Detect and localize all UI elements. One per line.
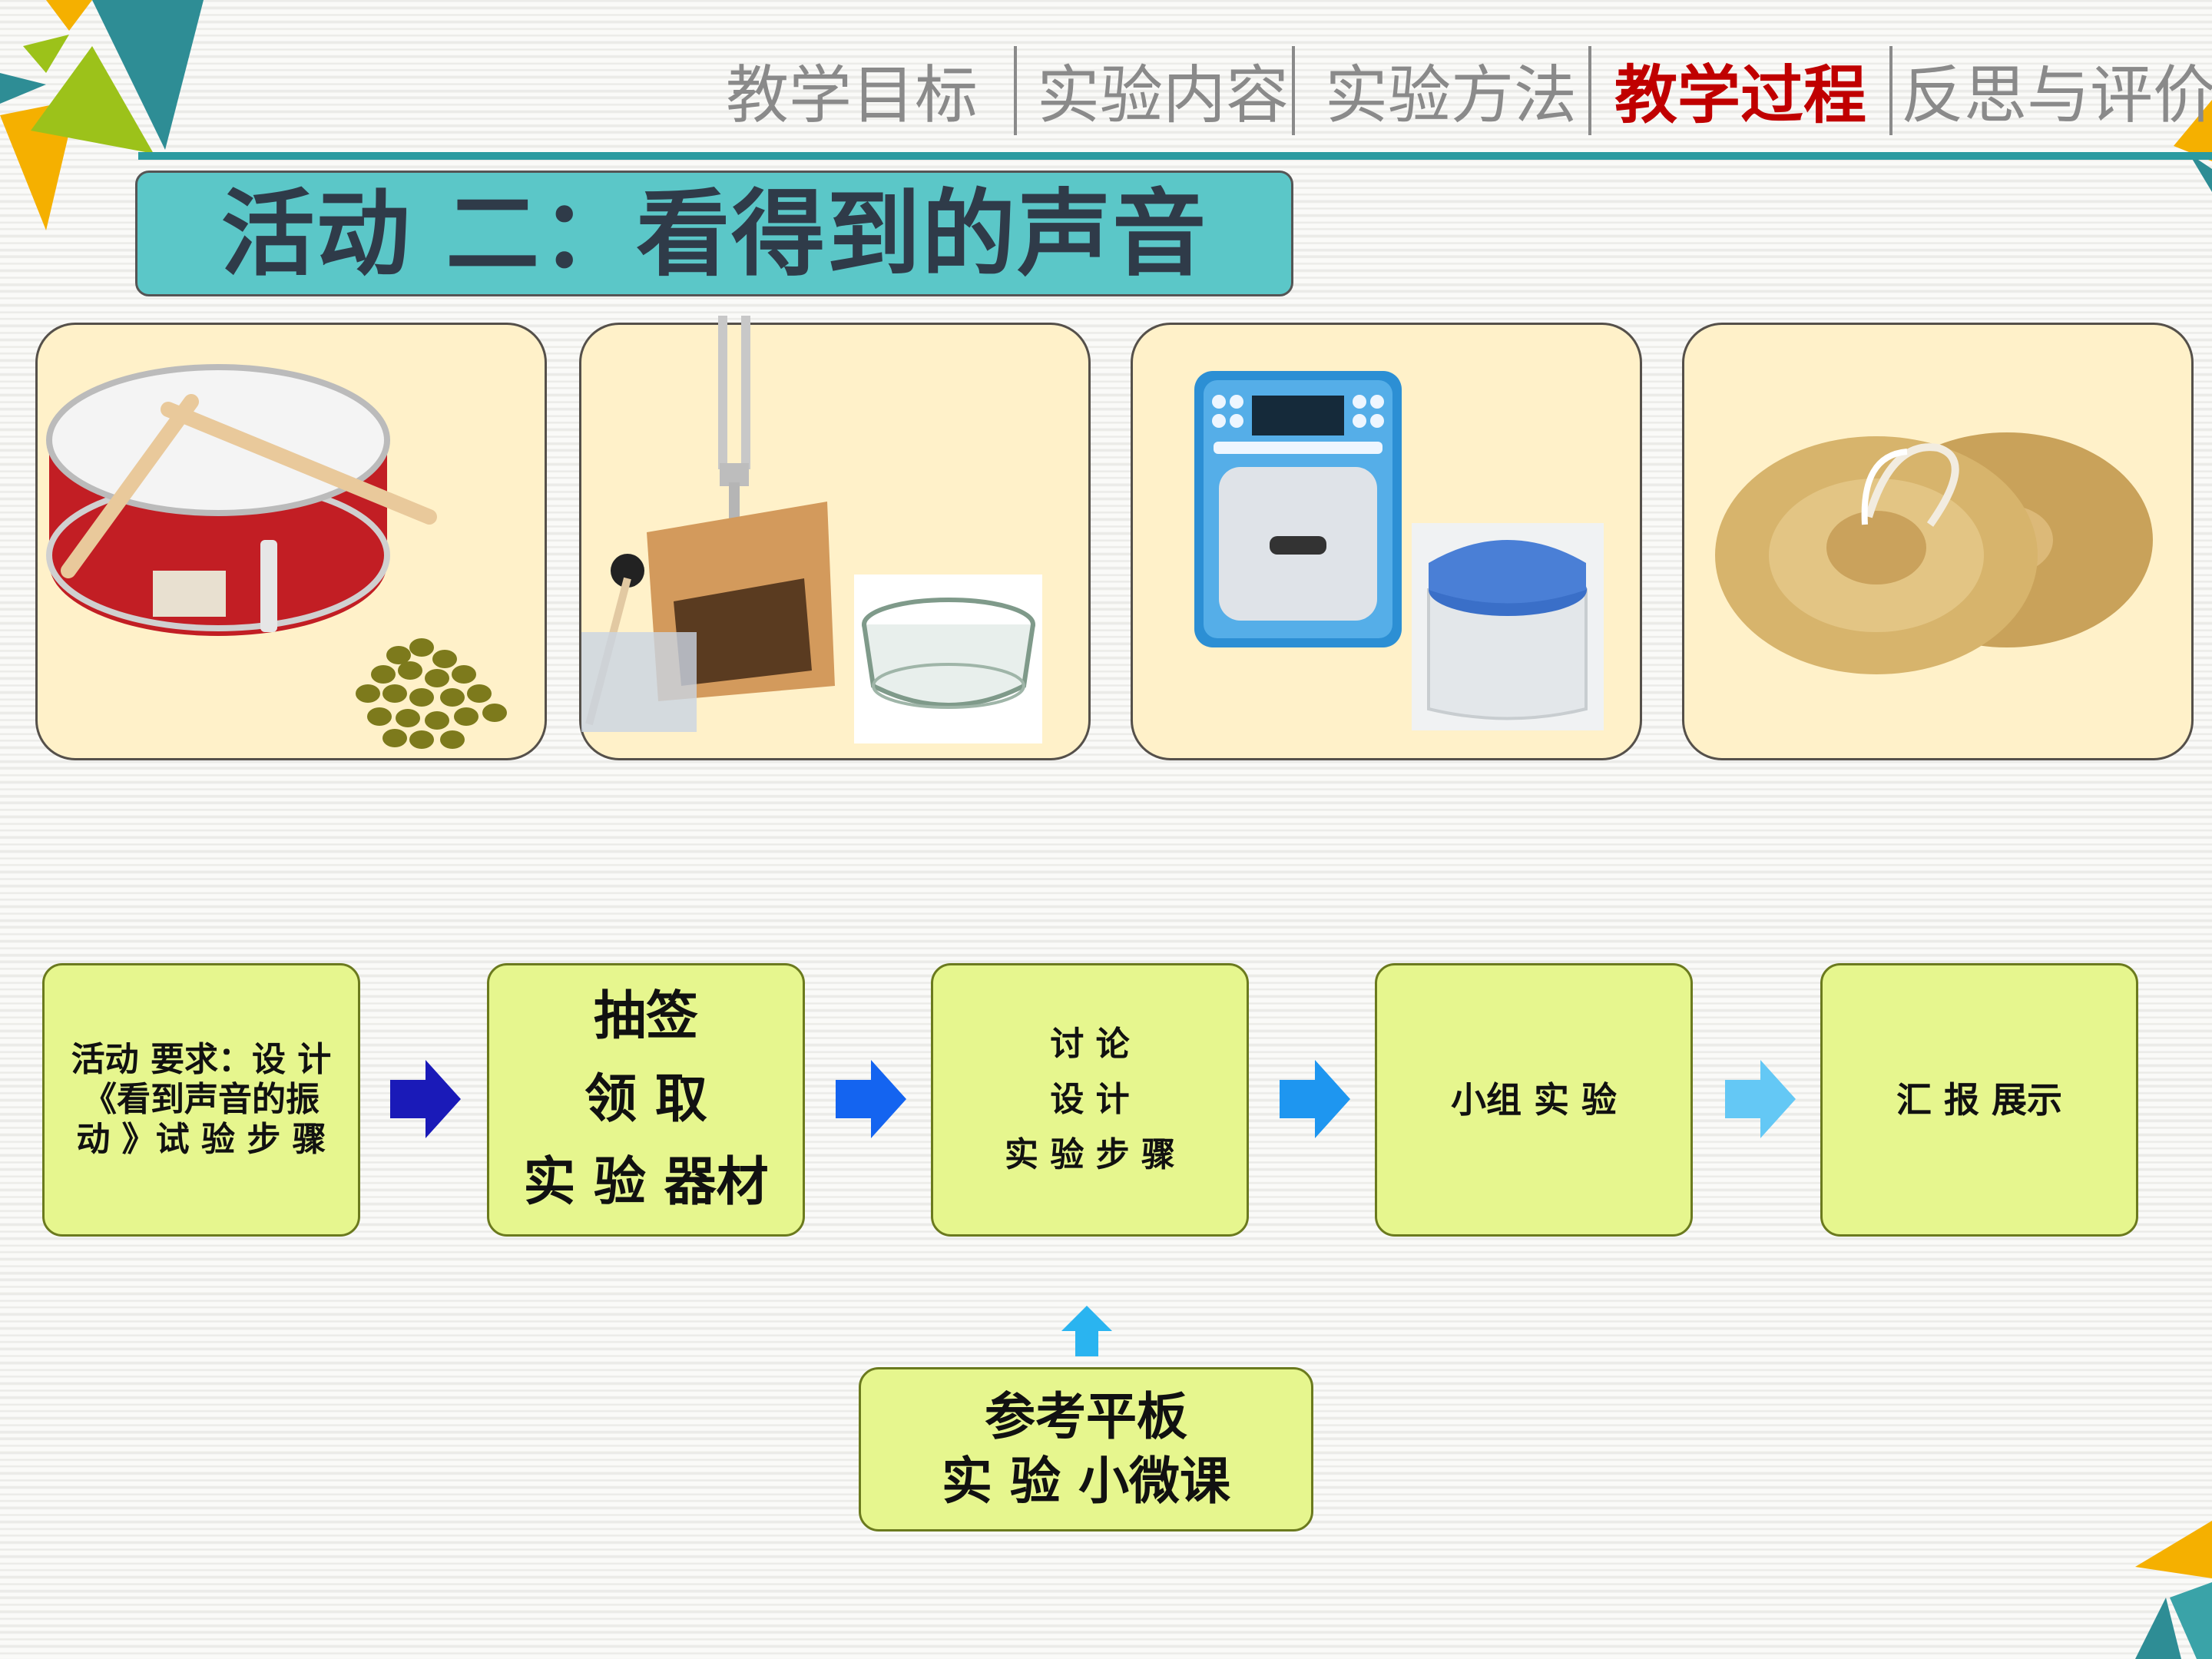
image-card-cymbals [1682, 323, 2194, 760]
flow-step-line: 实 验 器材 [523, 1152, 769, 1213]
section-nav: 教学目标 实验内容 实验方法 教学过程 反思与评价 [714, 46, 2212, 138]
nav-item-experiment-content[interactable]: 实验内容 [1037, 59, 1290, 132]
nav-separator [1014, 46, 1017, 135]
nav-separator [1889, 46, 1892, 135]
corner-decoration-top-right [2174, 100, 2212, 192]
flow-step-line: 汇 报 展示 [1896, 1079, 2063, 1121]
flow-step-report-presentation: 汇 报 展示 [1820, 963, 2138, 1237]
image-card-drum [35, 323, 547, 760]
flow-step-discuss-design: 讨 论 设 计 实 验 步 骤 [931, 963, 1249, 1237]
nav-item-reflection-evaluation[interactable]: 反思与评价 [1901, 59, 2212, 132]
image-card-tuning-fork [579, 316, 1091, 760]
flow-arrow-right-icon [1725, 1060, 1796, 1138]
flow-step-line: 小组 实 验 [1450, 1079, 1618, 1121]
flow-step-line: 抽签 [593, 986, 698, 1047]
flow-reference-tablet-microcourse: 参考平板 实 验 小微课 [859, 1367, 1313, 1532]
flow-step-line: 《看到声音的振 [83, 1080, 320, 1119]
header-divider [138, 152, 2212, 160]
speaker-and-covered-jar-icon [1194, 371, 1604, 730]
cymbals-icon [1715, 432, 2153, 674]
flow-step-draw-lots: 抽签 领 取 实 验 器材 [487, 963, 805, 1237]
nav-separator [1292, 46, 1295, 135]
corner-decoration-bottom-right [2135, 1521, 2212, 1659]
reference-line: 实 验 小微课 [942, 1452, 1230, 1511]
slide-title: 活动 二：看得到的声音 [220, 180, 1208, 289]
drum-with-beans-icon [46, 364, 507, 749]
nav-item-teaching-goals[interactable]: 教学目标 [726, 59, 979, 132]
reference-line: 参考平板 [985, 1387, 1187, 1446]
flow-step-line: 领 取 [584, 1069, 707, 1130]
flow-step-group-experiment: 小组 实 验 [1375, 963, 1693, 1237]
flow-arrow-right-icon [390, 1060, 461, 1138]
nav-item-experiment-method[interactable]: 实验方法 [1325, 59, 1578, 132]
flow-arrow-up-icon [1061, 1306, 1112, 1356]
flow-step-activity-requirement: 活动 要求：设 计 《看到声音的振 动 》试 验 步 骤 [42, 963, 360, 1237]
nav-separator [1588, 46, 1591, 135]
image-card-speaker [1131, 323, 1642, 760]
flow-arrow-right-icon [836, 1060, 906, 1138]
slide-title-banner: 活动 二：看得到的声音 [135, 171, 1293, 296]
nav-item-teaching-process[interactable]: 教学过程 [1614, 59, 1867, 132]
corner-decoration-top-left [0, 0, 204, 230]
flow-step-line: 设 计 [1050, 1080, 1130, 1119]
flow-step-line: 活动 要求：设 计 [71, 1040, 332, 1079]
flow-step-line: 动 》试 验 步 骤 [76, 1120, 326, 1159]
flow-arrow-right-icon [1280, 1060, 1350, 1138]
flow-step-line: 讨 论 [1050, 1025, 1130, 1064]
flow-step-line: 实 验 步 骤 [1005, 1135, 1175, 1174]
tuning-fork-and-water-dish-icon [581, 316, 1042, 743]
